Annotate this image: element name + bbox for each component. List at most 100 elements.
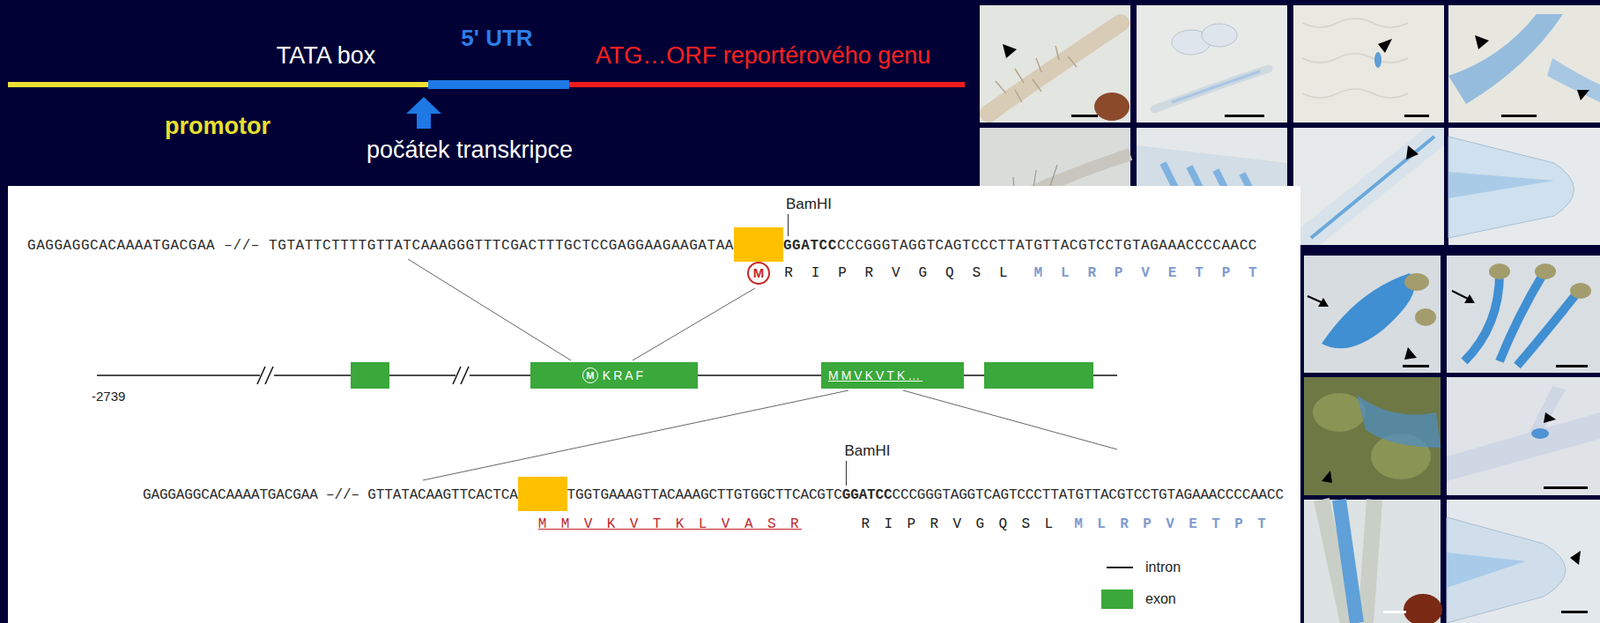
scale-bar: [1071, 114, 1098, 118]
blue-stain: [1464, 273, 1579, 366]
leader-line: [903, 390, 1118, 450]
exon-box: MKRAF: [530, 362, 698, 389]
arrowhead-marker: [1404, 347, 1417, 360]
gene-panel: [7, 185, 1301, 623]
photo-tile: [979, 5, 1131, 123]
arrowhead-marker: [1577, 89, 1590, 101]
position-label: -2739: [91, 388, 126, 404]
blue-stain: [1339, 499, 1357, 623]
atg-highlight: [518, 476, 568, 512]
blue-stain: [1321, 273, 1415, 349]
protein-sequence: M L R P V E T P T: [1074, 515, 1269, 534]
protein-sequence: R I P R V G Q S L: [860, 515, 1056, 534]
pointer-arrow: [1451, 290, 1470, 300]
orf-track: [569, 81, 965, 88]
exon-text: MMVKVTK…: [828, 367, 923, 384]
cell-texture: [1302, 18, 1408, 98]
stem: [1321, 499, 1375, 623]
tissue-blob: [1403, 593, 1443, 623]
restriction-site-label: BamHI: [785, 195, 832, 214]
root-tip: [1448, 136, 1575, 238]
photo-tile: [1303, 377, 1441, 496]
leader-line: [632, 288, 756, 361]
utr-track: [428, 80, 570, 89]
photo-tile: [1446, 255, 1600, 373]
legend-text: intron: [1145, 559, 1181, 576]
arrowhead-marker: [1377, 38, 1393, 53]
start-codon-circle: M: [747, 261, 771, 285]
pointer-arrow: [1318, 297, 1329, 307]
root-tip: [1446, 517, 1566, 623]
scale-bar: [1224, 114, 1265, 118]
photo-tile: [1293, 5, 1445, 123]
pollen: [1404, 273, 1430, 291]
legend-text: exon: [1145, 591, 1177, 608]
region-label: 5' UTR: [460, 25, 533, 52]
transcription-start-arrow: [406, 96, 442, 114]
photo-tile: [1446, 499, 1600, 623]
scale-bar: [1543, 486, 1588, 489]
scale-bar: [1404, 114, 1430, 118]
dna-sequence: CCCGGGTAGGTCAGTCCCTTATGTTACGTCCTGTAGAAAC…: [891, 486, 1284, 504]
blue-stain: [1311, 136, 1435, 238]
legend-swatch: [1101, 589, 1134, 609]
photo-tile: [1446, 377, 1600, 496]
blue-stain: [1446, 552, 1526, 588]
exon-text: KRAF: [602, 367, 646, 384]
cotyledon: [1201, 23, 1238, 47]
stem: [1525, 385, 1566, 439]
dna-sequence: CCCGGGTAGGTCAGTCCCTTATGTTACGTCCTGTAGAAAC…: [837, 237, 1258, 255]
blue-stain: [1356, 394, 1441, 448]
pointer-arrow: [1464, 294, 1475, 304]
scale-bar: [1555, 364, 1588, 368]
pollen: [1414, 308, 1437, 326]
photo-tile: [1136, 5, 1288, 123]
tissue-blob: [1094, 92, 1130, 121]
pollen: [1534, 263, 1556, 280]
stem: [1446, 412, 1600, 482]
arrowhead-marker: [1474, 35, 1489, 50]
arrowhead-marker: [1321, 470, 1333, 483]
scale-bar: [1383, 610, 1407, 614]
blue-stain: [1374, 51, 1382, 68]
protein-sequence: M M V K V T K L V A S R: [538, 515, 802, 534]
restriction-site-tick: [787, 214, 789, 237]
dna-sequence: GGATCC: [783, 237, 838, 255]
photo-tile: [1303, 255, 1441, 373]
photo-tile: [1448, 5, 1600, 123]
annotation-label: počátek transkripce: [366, 136, 573, 164]
pollen: [1488, 263, 1511, 280]
site-label: TATA box: [276, 42, 377, 70]
protein-sequence: R I P R V G Q S L: [784, 264, 1013, 282]
scale-bar: [1501, 114, 1537, 118]
leader-line: [422, 390, 849, 481]
seedling-stem: [1154, 68, 1269, 110]
photo-tile: [1293, 127, 1445, 245]
exon-box: [350, 362, 390, 389]
exon-box: MMVKVTK…: [821, 362, 964, 389]
photo-tile: [1448, 127, 1600, 245]
region-label: promotor: [164, 112, 271, 141]
promoter-track: [7, 81, 429, 88]
exon-text: M: [582, 367, 599, 384]
scale-bar: [1561, 610, 1588, 614]
arrowhead-marker: [1002, 44, 1017, 59]
arrowhead-marker: [1406, 145, 1419, 160]
protein-sequence: M L R P V E T P T: [1033, 264, 1262, 282]
blue-stain: [1448, 14, 1563, 104]
blue-stain: [1448, 171, 1555, 199]
dna-sequence: GAGGAGGCACAAAATGACGAA –//– TGTATTCTTTTGT…: [27, 237, 734, 255]
pollen: [1570, 282, 1592, 299]
transcription-start-arrow: [416, 112, 431, 129]
scale-bar: [1402, 364, 1430, 368]
break-mark: [257, 366, 274, 385]
blue-stain: [1171, 71, 1260, 103]
dna-sequence: TGGTGAAAGTTACAAAGCTTGTGGCTTCACGTC: [567, 486, 843, 504]
arrowhead-marker: [1543, 412, 1556, 423]
arrowhead-marker: [1570, 550, 1581, 565]
gene-label: ATG…ORF reportérového genu: [595, 42, 932, 70]
dna-sequence: GAGGAGGCACAAAATGACGAA –//– GTTATACAAGTTC…: [142, 486, 519, 504]
root: [1293, 127, 1445, 245]
